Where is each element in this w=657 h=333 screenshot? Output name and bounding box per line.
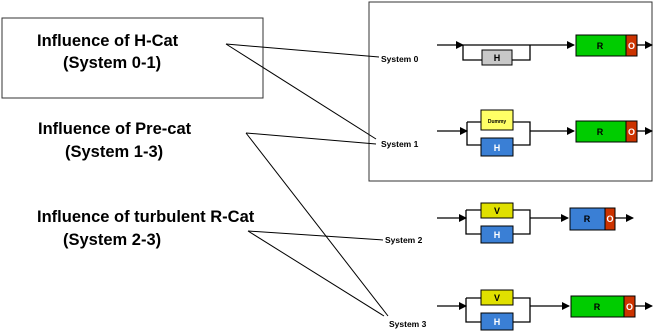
system-2-flow: V H R O bbox=[437, 202, 634, 244]
system-3-label: System 3 bbox=[389, 319, 427, 329]
pre-cat-influence-title: Influence of Pre-cat bbox=[38, 120, 192, 138]
v-cat-box bbox=[480, 289, 514, 306]
h-cat-box-gray bbox=[481, 49, 513, 66]
v-cat-box-label: V bbox=[494, 206, 500, 216]
h-cat-box-blue-label: H bbox=[494, 143, 501, 153]
r-cat-box-turbulent-label: R bbox=[584, 214, 591, 224]
o-cat-box-label: O bbox=[626, 302, 633, 312]
r-cat-box-label: R bbox=[597, 127, 604, 137]
h-cat-influence-range: (System 0-1) bbox=[63, 54, 161, 72]
o-cat-box-label: O bbox=[628, 41, 635, 51]
system-2-label: System 2 bbox=[385, 235, 423, 245]
system-1-label: System 1 bbox=[381, 139, 419, 149]
o-cat-box bbox=[604, 207, 616, 231]
h-cat-box-blue bbox=[480, 225, 514, 244]
r-cat-influence-title: Influence of turbulent R-Cat bbox=[37, 208, 255, 226]
h-cat-box-blue bbox=[480, 312, 514, 331]
r-cat-influence-range: (System 2-3) bbox=[63, 231, 161, 249]
system-1-flow: Dummy H R O bbox=[437, 109, 653, 157]
h-cat-box-blue-label: H bbox=[494, 317, 501, 327]
h-cat-box-gray-label: H bbox=[494, 53, 501, 63]
pre-cat-influence-range: (System 1-3) bbox=[65, 143, 163, 161]
r-cat-box-label: R bbox=[597, 41, 604, 51]
v-cat-box bbox=[480, 202, 514, 219]
h-cat-box-blue bbox=[480, 137, 514, 157]
system-0-label: System 0 bbox=[381, 54, 419, 64]
o-cat-box-label: O bbox=[628, 127, 635, 137]
o-cat-box-label: O bbox=[606, 214, 613, 224]
dummy-box bbox=[480, 109, 514, 131]
system-3-flow: V H R O bbox=[437, 289, 653, 331]
system-0-flow: H R O bbox=[437, 34, 653, 66]
dummy-box-label: Dummy bbox=[488, 119, 507, 125]
h-cat-frame bbox=[1, 17, 264, 99]
v-cat-box-label: V bbox=[494, 293, 500, 303]
connector-lines bbox=[225, 43, 389, 317]
h-cat-box-blue-label: H bbox=[494, 230, 501, 240]
r-cat-box-label: R bbox=[594, 302, 601, 312]
h-cat-influence-title: Influence of H-Cat bbox=[37, 32, 179, 50]
